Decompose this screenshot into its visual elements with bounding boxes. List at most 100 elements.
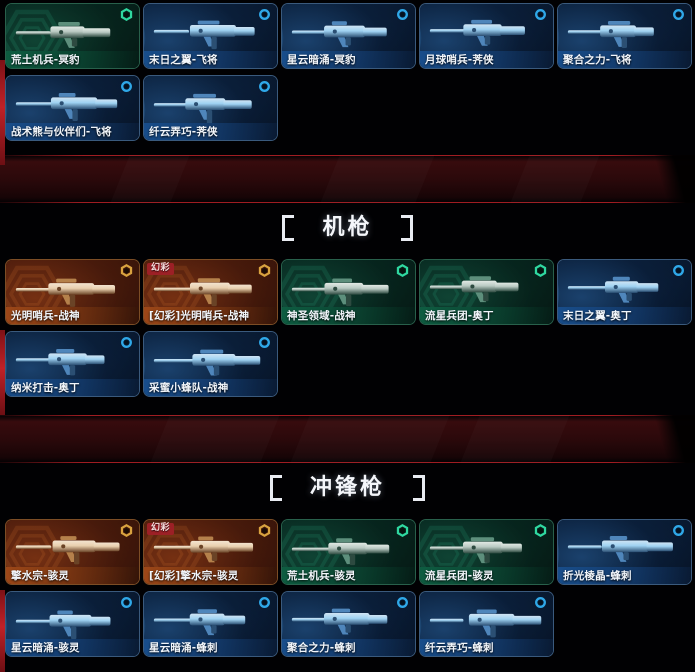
weapon-image bbox=[286, 12, 411, 52]
weapon-skin-name: 末日之翼-奥丁 bbox=[558, 307, 691, 324]
hex-ring-icon bbox=[396, 524, 409, 537]
circle-ring-icon bbox=[396, 8, 409, 21]
weapon-image bbox=[148, 84, 273, 124]
hex-ring-icon bbox=[534, 264, 547, 277]
weapon-skin-card[interactable]: 荒土机兵-骇灵 bbox=[281, 519, 416, 585]
weapon-skin-name: [幻彩]光明哨兵-战神 bbox=[144, 307, 277, 324]
weapon-skin-name: 聚合之力-飞将 bbox=[558, 51, 691, 68]
section-divider-2 bbox=[0, 415, 695, 463]
weapon-skin-name: 战术熊与伙伴们-飞将 bbox=[6, 123, 139, 140]
weapon-skin-card[interactable]: 星云暗涌-骇灵 bbox=[5, 591, 140, 657]
circle-ring-icon bbox=[120, 80, 133, 93]
weapon-skin-card[interactable]: 末日之翼-飞将 bbox=[143, 3, 278, 69]
weapon-image bbox=[286, 528, 411, 568]
weapon-skin-name: 纤云弄巧-蜂刺 bbox=[420, 639, 553, 656]
circle-ring-icon bbox=[396, 596, 409, 609]
weapon-image bbox=[10, 600, 135, 640]
rarity-pattern-icon bbox=[420, 8, 492, 68]
weapon-skin-card[interactable]: 纤云弄巧-蜂刺 bbox=[419, 591, 554, 657]
rarity-pattern-icon bbox=[6, 596, 78, 656]
weapon-image bbox=[562, 528, 687, 568]
rarity-pattern-icon bbox=[144, 80, 216, 140]
weapon-skin-card[interactable]: 神圣领域-战神 bbox=[281, 259, 416, 325]
divider-smear bbox=[150, 415, 280, 463]
weapon-skin-card[interactable]: 聚合之力-飞将 bbox=[557, 3, 692, 69]
weapon-skin-card[interactable]: 聚合之力-蜂刺 bbox=[281, 591, 416, 657]
weapon-skin-card[interactable]: 折光棱晶-蜂刺 bbox=[557, 519, 692, 585]
weapon-skin-card[interactable]: 采蜜小蜂队-战神 bbox=[143, 331, 278, 397]
weapon-image bbox=[424, 528, 549, 568]
rarity-pattern-icon bbox=[420, 596, 492, 656]
weapon-image bbox=[10, 84, 135, 124]
weapon-skin-card[interactable]: 光明哨兵-战神 bbox=[5, 259, 140, 325]
circle-ring-icon bbox=[672, 8, 685, 21]
weapon-grid-submachine-gun: 擎水宗-骇灵 幻彩[幻彩]擎水宗-骇灵 bbox=[5, 519, 695, 657]
divider-hairline-bottom bbox=[0, 462, 695, 463]
weapon-image bbox=[10, 340, 135, 380]
hex-ring-icon bbox=[534, 524, 547, 537]
weapon-image bbox=[424, 12, 549, 52]
circle-ring-icon bbox=[120, 596, 133, 609]
circle-ring-icon bbox=[258, 8, 271, 21]
circle-ring-icon bbox=[258, 80, 271, 93]
weapon-skin-card[interactable]: 荒土机兵-冥豹 bbox=[5, 3, 140, 69]
section-divider-1 bbox=[0, 155, 695, 203]
rarity-pattern-icon bbox=[282, 8, 354, 68]
divider-band bbox=[0, 155, 695, 203]
weapon-skin-name: 末日之翼-飞将 bbox=[144, 51, 277, 68]
hex-ring-icon bbox=[396, 264, 409, 277]
weapon-image bbox=[148, 340, 273, 380]
weapon-image bbox=[562, 268, 687, 308]
section-title-submachine-gun: 冲锋枪 bbox=[309, 475, 385, 500]
weapon-skin-name: 流星兵团-骇灵 bbox=[420, 567, 553, 584]
rarity-pattern-icon bbox=[144, 336, 216, 396]
hex-ring-icon bbox=[120, 8, 133, 21]
divider-hairline-bottom bbox=[0, 202, 695, 203]
weapon-image bbox=[148, 268, 273, 308]
weapon-skin-card[interactable]: 战术熊与伙伴们-飞将 bbox=[5, 75, 140, 141]
weapon-image bbox=[10, 12, 135, 52]
weapon-skin-card[interactable]: 擎水宗-骇灵 bbox=[5, 519, 140, 585]
weapon-skin-card[interactable]: 月球哨兵-荠侠 bbox=[419, 3, 554, 69]
weapon-skin-name: 星云暗涌-冥豹 bbox=[282, 51, 415, 68]
weapon-image bbox=[286, 268, 411, 308]
weapon-skin-name: 荒土机兵-骇灵 bbox=[282, 567, 415, 584]
divider-corner-notch bbox=[653, 415, 695, 463]
weapon-skin-name: 神圣领域-战神 bbox=[282, 307, 415, 324]
weapon-skin-name: [幻彩]擎水宗-骇灵 bbox=[144, 567, 277, 584]
weapon-skin-card[interactable]: 流星兵团-骇灵 bbox=[419, 519, 554, 585]
weapon-skin-card[interactable]: 末日之翼-奥丁 bbox=[557, 259, 692, 325]
rarity-pattern-icon bbox=[558, 524, 630, 584]
section-title-machine-gun: 机枪 bbox=[322, 215, 373, 240]
weapon-image bbox=[10, 268, 135, 308]
divider-band bbox=[0, 415, 695, 463]
weapon-image bbox=[424, 268, 549, 308]
circle-ring-icon bbox=[258, 596, 271, 609]
circle-ring-icon bbox=[672, 264, 685, 277]
weapon-skin-name: 星云暗涌-骇灵 bbox=[6, 639, 139, 656]
rarity-pattern-icon bbox=[144, 8, 216, 68]
weapon-skin-name: 纤云弄巧-荠侠 bbox=[144, 123, 277, 140]
weapon-skin-card[interactable]: 星云暗涌-蜂刺 bbox=[143, 591, 278, 657]
weapon-skin-name: 月球哨兵-荠侠 bbox=[420, 51, 553, 68]
rarity-pattern-icon bbox=[144, 596, 216, 656]
weapon-skin-name: 星云暗涌-蜂刺 bbox=[144, 639, 277, 656]
weapon-skin-name: 采蜜小蜂队-战神 bbox=[144, 379, 277, 396]
weapon-skin-card[interactable]: 纳米打击-奥丁 bbox=[5, 331, 140, 397]
circle-ring-icon bbox=[534, 8, 547, 21]
rarity-pattern-icon bbox=[558, 8, 630, 68]
weapon-skin-card[interactable]: 流星兵团-奥丁 bbox=[419, 259, 554, 325]
weapon-skin-card[interactable]: 幻彩[幻彩]光明哨兵-战神 bbox=[143, 259, 278, 325]
weapon-skin-card[interactable]: 星云暗涌-冥豹 bbox=[281, 3, 416, 69]
weapon-grid-sniper: 荒土机兵-冥豹 末日之翼-飞将 星云 bbox=[5, 3, 695, 141]
divider-hairline-top bbox=[0, 155, 695, 156]
rarity-pattern-icon bbox=[6, 336, 78, 396]
divider-smear bbox=[290, 415, 450, 463]
weapon-skin-name: 擎水宗-骇灵 bbox=[6, 567, 139, 584]
weapon-skin-card[interactable]: 纤云弄巧-荠侠 bbox=[143, 75, 278, 141]
circle-ring-icon bbox=[258, 336, 271, 349]
weapon-image bbox=[286, 600, 411, 640]
weapon-skin-name: 聚合之力-蜂刺 bbox=[282, 639, 415, 656]
weapon-skin-card[interactable]: 幻彩[幻彩]擎水宗-骇灵 bbox=[143, 519, 278, 585]
weapon-image bbox=[148, 528, 273, 568]
